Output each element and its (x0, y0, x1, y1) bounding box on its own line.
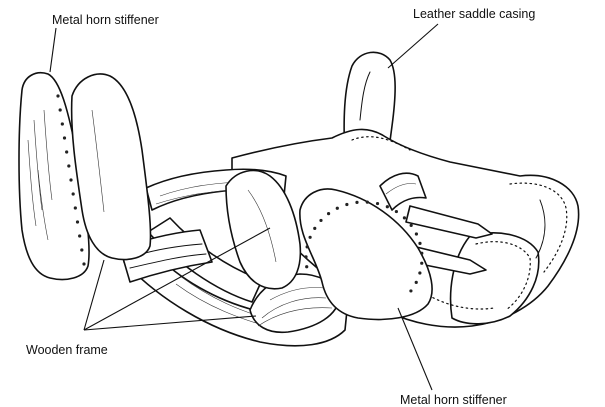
metal-horn-stiffener-front (299, 188, 433, 321)
label-group: Metal horn stiffener Leather saddle casi… (26, 7, 535, 407)
rivet-hole (319, 218, 323, 223)
rivet-hole (80, 248, 84, 252)
label-metal-horn-stiffener-top: Metal horn stiffener (52, 13, 159, 27)
leather-saddle-casing (231, 51, 580, 328)
rivet-hole (418, 271, 422, 275)
rivet-hole (409, 223, 413, 228)
rivet-hole (394, 209, 398, 214)
label-metal-horn-stiffener-bottom: Metal horn stiffener (400, 393, 507, 407)
rivet-hole (313, 226, 317, 230)
rivet-hole (418, 241, 422, 245)
leader-line-frame-2 (83, 227, 271, 331)
label-wooden-frame: Wooden frame (26, 343, 108, 357)
rivet-hole (78, 234, 82, 238)
rivet-holes (56, 94, 424, 293)
rivet-hole (326, 212, 331, 216)
rivet-hole (75, 220, 80, 224)
leader-line-top-left (49, 27, 57, 73)
rivet-hole (305, 245, 309, 249)
rivet-hole (402, 216, 407, 220)
rivet-hole (71, 192, 75, 196)
rivet-hole (420, 261, 424, 265)
rivet-hole (73, 206, 77, 210)
rivet-hole (308, 235, 312, 239)
rivet-hole (304, 255, 308, 259)
metal-strips (399, 205, 493, 275)
rivet-hole (375, 201, 380, 206)
rivet-hole (82, 262, 86, 266)
rivet-hole (305, 265, 309, 269)
rivet-hole (58, 108, 62, 112)
rivet-hole (67, 164, 71, 168)
rivet-hole (60, 122, 64, 126)
rivet-hole (56, 94, 60, 98)
metal-horn-stiffener-left (18, 72, 90, 281)
leader-line-frame-1 (83, 259, 105, 331)
rivet-hole (62, 136, 67, 140)
rivet-hole (409, 289, 413, 293)
label-leather-saddle-casing: Leather saddle casing (413, 7, 535, 21)
leader-line-frame-3 (83, 315, 257, 331)
leader-line-bottom (397, 307, 433, 391)
rivet-hole (385, 205, 389, 209)
rivet-hole (420, 251, 424, 255)
rivet-hole (414, 232, 419, 236)
rivet-hole (69, 178, 73, 182)
rivet-hole (355, 200, 359, 205)
rivet-hole (414, 280, 418, 284)
rivet-hole (65, 150, 69, 154)
wooden-frame-board (70, 73, 152, 261)
rivet-hole (335, 206, 339, 210)
rivet-hole (365, 200, 369, 204)
leader-line-casing (387, 23, 439, 69)
rivet-hole (345, 202, 349, 207)
